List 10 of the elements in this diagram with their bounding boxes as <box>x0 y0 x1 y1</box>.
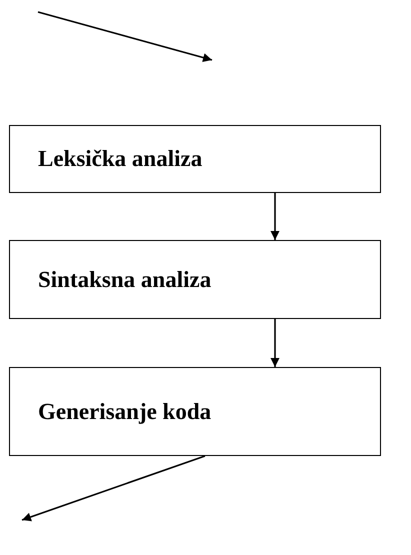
box-label: Leksička analiza <box>38 146 202 172</box>
process-box <box>9 240 381 319</box>
arrow <box>22 455 206 522</box>
box-label: Generisanje koda <box>38 398 212 424</box>
process-box <box>9 125 381 193</box>
arrow <box>38 11 212 62</box>
process-box <box>9 367 381 456</box>
arrow <box>270 319 280 367</box>
arrow <box>270 193 280 240</box>
box-label: Sintaksna analiza <box>38 266 212 292</box>
